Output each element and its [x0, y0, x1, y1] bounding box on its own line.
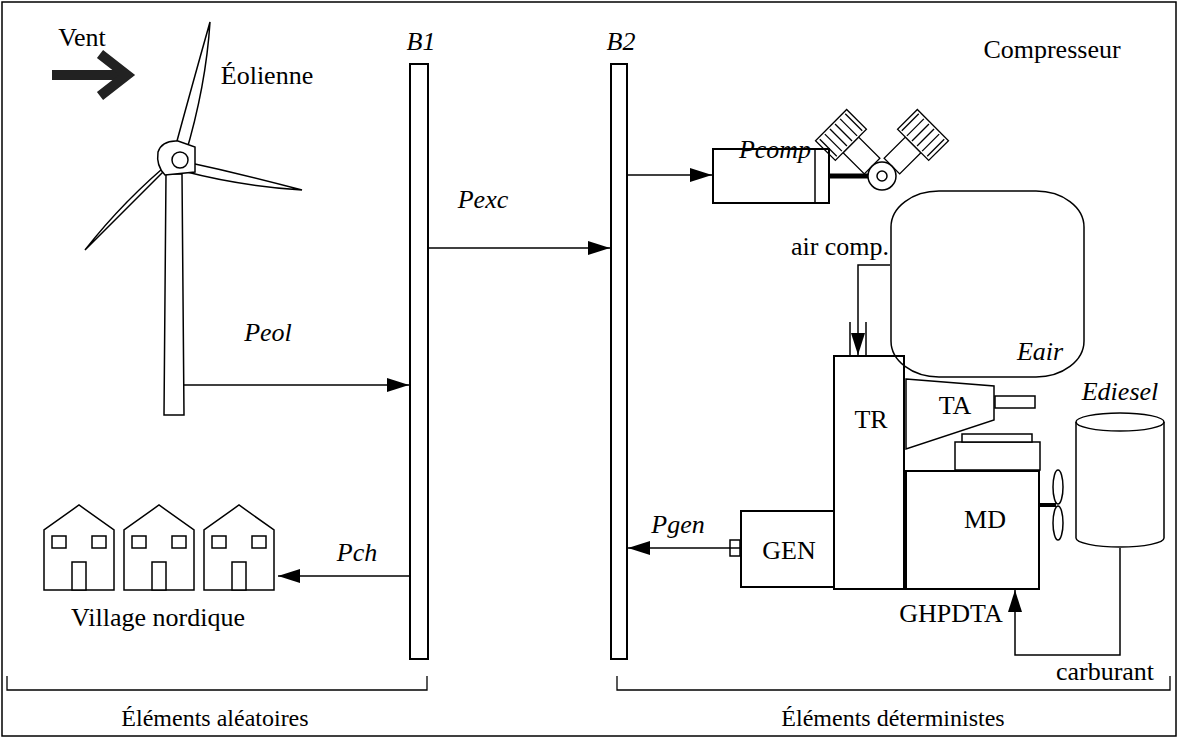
flow-label: air comp.	[791, 233, 889, 262]
wind-turbine	[174, 22, 210, 156]
group-label: Éléments aléatoires	[121, 705, 308, 731]
node-label: Ediesel	[1082, 378, 1159, 407]
node-label: MD	[964, 506, 1006, 535]
fan	[1040, 470, 1063, 540]
tank-outline	[891, 191, 1084, 377]
group-bracket	[7, 676, 1170, 690]
group-bracket	[7, 676, 427, 690]
wind-turbine	[164, 174, 184, 415]
power-flow-arrow	[184, 384, 409, 386]
flow-label: Pgen	[651, 511, 704, 540]
compressor-hub	[868, 162, 896, 190]
bus-bar: B1	[409, 63, 429, 660]
group-label: Éléments déterministes	[781, 705, 1004, 731]
house	[212, 536, 226, 548]
power-flow-arrow	[278, 575, 409, 577]
fan	[1040, 503, 1056, 507]
turbine-outline	[906, 379, 994, 449]
compressor-detail	[830, 174, 868, 179]
cylinder-head	[845, 114, 862, 131]
compressor-hub	[877, 171, 887, 181]
node-label: TA	[939, 392, 972, 421]
generator: GEN	[740, 510, 835, 588]
cylinder-head	[927, 139, 944, 156]
fan	[1053, 470, 1063, 504]
air-tank: Eair	[890, 190, 1085, 378]
compressor-hub	[868, 162, 896, 190]
node-label: Eair	[1017, 338, 1063, 367]
flow-label: Pexc	[458, 186, 509, 215]
node-label: Village nordique	[71, 604, 245, 633]
wind-label: Vent	[58, 24, 106, 53]
flow-label: Peol	[244, 319, 292, 348]
cylinder-head	[912, 124, 929, 141]
node-label: GEN	[762, 537, 815, 566]
wind-turbine	[183, 162, 302, 190]
flow-label: Pcomp	[739, 136, 811, 165]
node-label: B2	[607, 28, 636, 57]
fuel-tank-outline	[1075, 412, 1165, 548]
house	[124, 505, 194, 590]
house	[72, 562, 86, 590]
gearbox: TR	[833, 355, 905, 590]
cylinder-head	[816, 110, 867, 161]
node-label: Compresseur	[983, 36, 1120, 65]
house	[44, 505, 274, 590]
node-label: TR	[854, 406, 887, 435]
power-flow-arrow	[429, 247, 610, 249]
fuel-tank: Ediesel	[1075, 412, 1165, 548]
house	[92, 536, 106, 548]
flow-label: Pch	[337, 539, 377, 568]
engine-head	[955, 442, 1040, 470]
cylinder-head	[917, 129, 934, 146]
power-flow-arrow	[628, 174, 712, 176]
house	[52, 536, 66, 548]
wind-arrow	[100, 54, 127, 96]
cylinder-head	[907, 119, 924, 136]
house	[44, 505, 114, 590]
cylinder-head	[830, 129, 847, 146]
air-inlet-pipe	[865, 322, 867, 355]
node-label: B1	[407, 28, 436, 57]
cylinder-head	[902, 114, 919, 131]
wind-turbine: Éolienne	[160, 145, 184, 415]
wind-turbine	[158, 141, 195, 175]
cylinder-rim	[1076, 422, 1164, 431]
turbine-shaft	[995, 396, 1035, 408]
cylinder-head	[816, 110, 949, 182]
engine-head	[955, 434, 1040, 470]
power-flow-arrow	[628, 547, 740, 549]
cylinder-outline	[1076, 413, 1164, 547]
system-name: GHPDTA	[899, 600, 1002, 629]
diesel-engine: MD	[905, 470, 1040, 590]
node-label: Éolienne	[221, 62, 313, 91]
village: Village nordique	[40, 500, 278, 592]
power-flow-arrow	[858, 265, 890, 355]
engine-head	[962, 434, 1032, 442]
flow-label: carburant	[1056, 658, 1154, 687]
cylinder-head	[898, 110, 949, 161]
house	[252, 536, 266, 548]
house	[204, 505, 274, 590]
house	[152, 562, 166, 590]
power-flow-arrow	[1015, 548, 1120, 655]
compressor-detail	[814, 148, 816, 204]
wind-arrow	[52, 54, 127, 96]
house	[132, 536, 146, 548]
cylinder-head	[835, 124, 852, 141]
air-turbine: TA	[905, 378, 995, 450]
turbine-shaft	[995, 396, 1035, 408]
house	[232, 562, 246, 590]
air-inlet-pipe	[849, 322, 851, 355]
cylinder-head	[840, 119, 857, 136]
cylinder-head	[922, 134, 939, 151]
wind-turbine	[172, 152, 188, 168]
bus-bar: B2	[610, 63, 628, 660]
wind-arrow	[52, 70, 122, 80]
house	[172, 536, 186, 548]
fan	[1053, 506, 1063, 540]
